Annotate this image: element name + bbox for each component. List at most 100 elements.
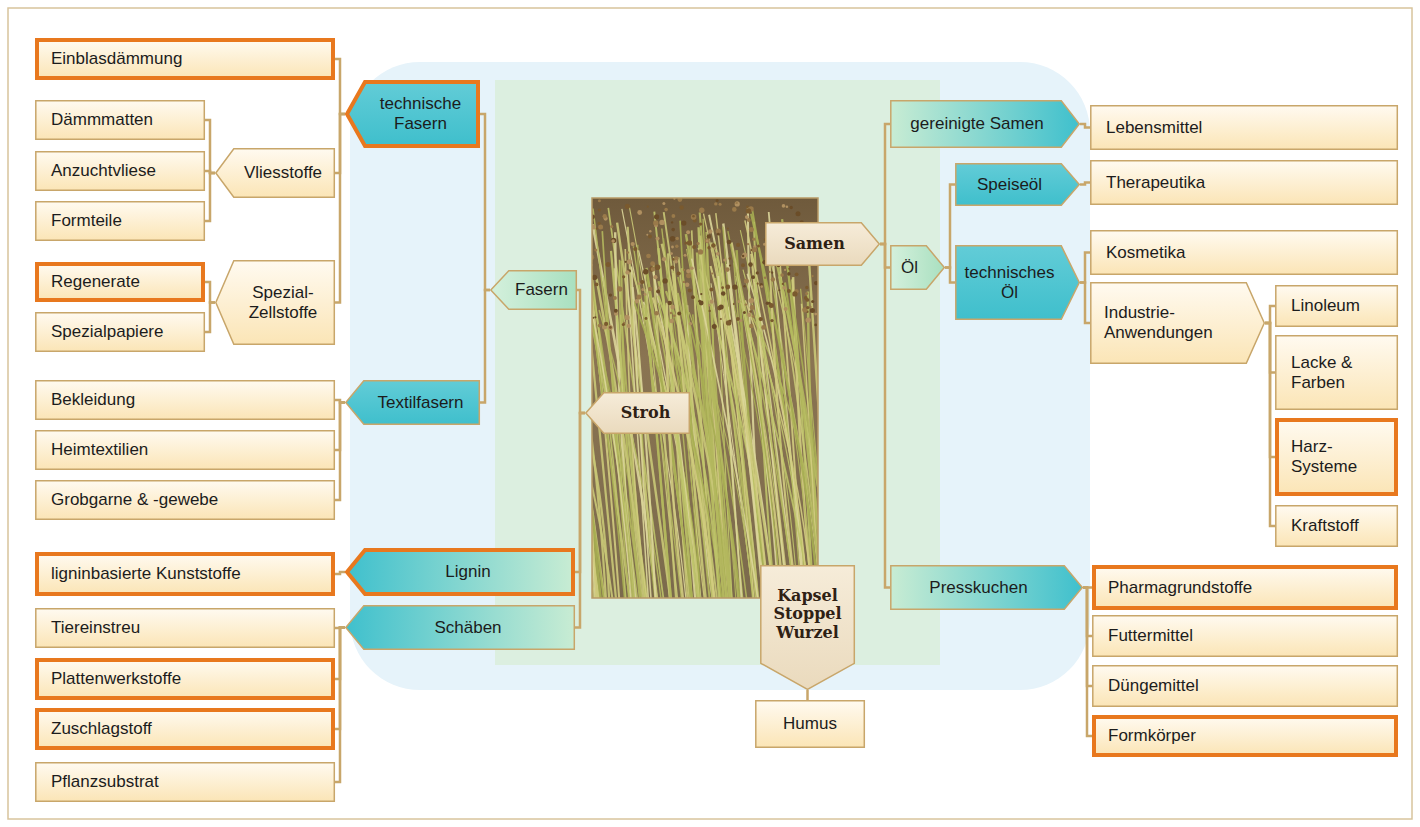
seed-capsule (757, 244, 760, 247)
seed-capsule (651, 267, 655, 271)
seed-capsule (596, 227, 598, 229)
leaf-box: Tiereinstreu (35, 608, 335, 648)
seed-capsule (670, 236, 676, 242)
seed-capsule (592, 275, 597, 280)
arrow-tag: Speiseöl (955, 163, 1080, 206)
leaf-box: Grobgarne & -gewebe (35, 480, 335, 520)
seed-capsule (641, 288, 644, 291)
seed-capsule (726, 320, 731, 325)
seed-capsule (667, 301, 672, 306)
seed-capsule (622, 275, 625, 278)
flax-stalk (740, 230, 798, 598)
seed-capsule (604, 322, 608, 326)
node-label: Industrie-Anwendungen (1104, 303, 1241, 342)
seed-capsule (717, 233, 720, 236)
leaf-box: Heimtextilien (35, 430, 335, 470)
seed-capsule (686, 230, 690, 234)
seed-capsule (757, 283, 759, 285)
seed-capsule (736, 243, 740, 247)
box-shape (491, 271, 577, 310)
node-label: Fasern (515, 280, 568, 300)
seed-capsule (809, 306, 811, 308)
seed-capsule (644, 293, 647, 296)
seed-capsule (648, 235, 652, 239)
flax-stalk (647, 274, 692, 598)
node-label: Stroh (621, 404, 671, 422)
leaf-box: Formkörper (1092, 715, 1398, 757)
seed-capsule (744, 279, 749, 284)
seed-capsule (732, 207, 737, 212)
seed-capsule (721, 291, 726, 296)
node-label: gereinigte Samen (910, 114, 1043, 134)
seed-capsule (705, 238, 710, 243)
node-label: Kraftstoff (1291, 516, 1359, 536)
leaf-box: Kraftstoff (1275, 505, 1398, 547)
seed-capsule (686, 269, 690, 273)
seed-capsule (683, 269, 685, 271)
seed-capsule (653, 275, 657, 279)
node-label: Therapeutika (1106, 173, 1205, 193)
connector-line (205, 120, 215, 173)
connector-line (1265, 306, 1275, 323)
arrow-tag: technisches Öl (955, 245, 1080, 320)
box-shape (37, 710, 333, 748)
seed-capsule (670, 305, 675, 310)
node-label: Düngemittel (1108, 676, 1199, 696)
connector-line (335, 403, 345, 501)
seed-capsule (810, 308, 815, 313)
node-label: Zuschlagstoff (51, 719, 152, 739)
seed-capsule (735, 201, 740, 206)
seed-capsule (648, 287, 652, 291)
seed-capsule (689, 322, 693, 326)
box-shape (1091, 231, 1398, 274)
seed-capsule (706, 240, 709, 243)
seed-capsule (795, 272, 799, 276)
node-label: Textilfasern (378, 393, 464, 413)
connector-line (205, 303, 215, 333)
arrow-tag: technische Fasern (345, 80, 480, 148)
seed-capsule (768, 271, 770, 273)
seed-capsule (736, 317, 740, 321)
leaf-box: Linoleum (1275, 285, 1398, 327)
connector-line (335, 114, 345, 303)
seed-capsule (771, 272, 773, 274)
seed-capsule (594, 316, 596, 318)
box-shape (37, 554, 333, 594)
seed-capsule (752, 247, 757, 252)
seed-capsule (698, 300, 701, 303)
flax-stalk (711, 266, 769, 598)
connector-line (1265, 323, 1275, 526)
seed-capsule (729, 265, 731, 267)
seed-capsule (686, 273, 691, 278)
seed-capsule (643, 269, 648, 274)
box-shape (216, 149, 334, 198)
flax-stalk (653, 298, 715, 599)
seed-capsule (687, 240, 692, 245)
seed-capsule (614, 309, 618, 313)
connector-line (880, 124, 890, 244)
seed-capsule (749, 298, 754, 303)
flax-stalk (745, 220, 808, 598)
seed-capsule (656, 290, 660, 294)
node-label: Formteile (51, 211, 122, 231)
node-label: Grobgarne & -gewebe (51, 490, 218, 510)
seed-capsule (640, 280, 644, 284)
seed-capsule (714, 202, 717, 205)
connector-line (335, 59, 345, 114)
pentagon-label: Kapsel Stoppel Wurzel (760, 565, 855, 690)
seed-capsule (750, 305, 755, 310)
box-shape (891, 246, 945, 289)
leaf-box: ligninbasierte Kunststoffe (35, 552, 335, 596)
seed-capsule (603, 214, 607, 218)
node-label: Futtermittel (1108, 626, 1193, 646)
node-label: Anzuchtvliese (51, 161, 156, 181)
leaf-box: Lebensmittel (1090, 105, 1398, 150)
node-label: Humus (783, 714, 837, 734)
seed-capsule (719, 305, 724, 310)
seed-capsule (711, 243, 716, 248)
node-label: Linoleum (1291, 296, 1360, 316)
node-label: Einblasdämmung (51, 49, 182, 69)
node-label: Spezialpapiere (51, 322, 163, 342)
seed-capsule (675, 245, 678, 248)
flax-stalk (667, 303, 683, 598)
